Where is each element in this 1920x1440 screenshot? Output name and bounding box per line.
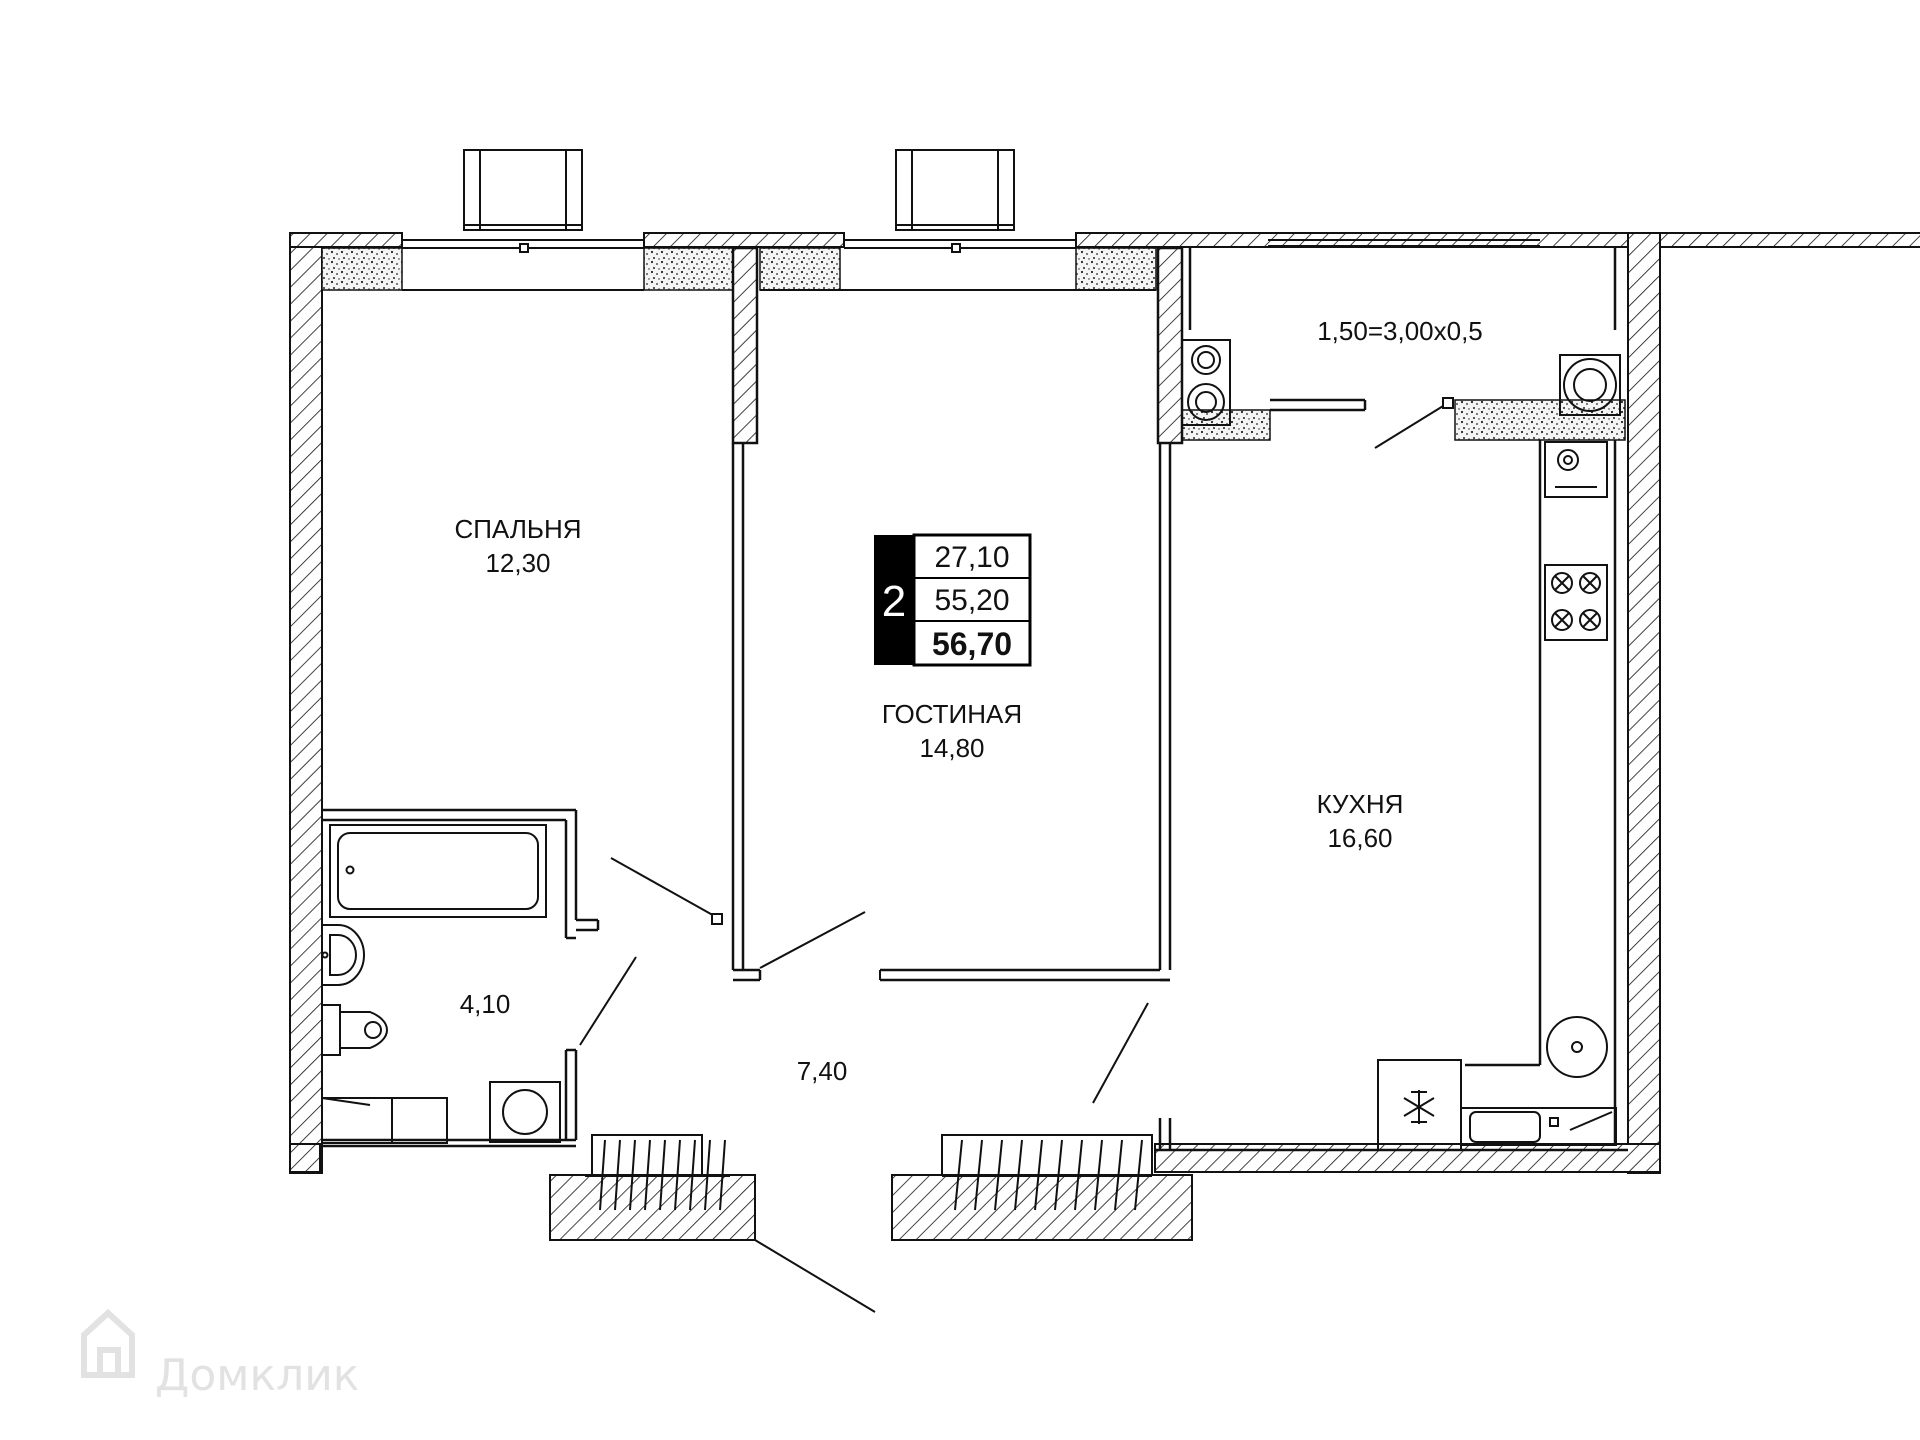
bath-cabinet bbox=[321, 1097, 448, 1144]
boiler-icon bbox=[1181, 339, 1621, 426]
toilet-icon bbox=[321, 1004, 388, 1056]
living-room-area: 14,80 bbox=[919, 733, 984, 763]
sink-icon bbox=[321, 924, 365, 986]
insulation-blocks bbox=[321, 247, 1626, 441]
living-area-value: 27,10 bbox=[934, 541, 1009, 574]
bathroom-area: 4,10 bbox=[460, 989, 511, 1019]
room-labels: СПАЛЬНЯ 12,30 ГОСТИНАЯ 14,80 КУХНЯ 16,60… bbox=[454, 316, 1482, 1086]
living-room-name: ГОСТИНАЯ bbox=[882, 699, 1022, 729]
kitchen-sink-icon bbox=[1546, 1016, 1608, 1078]
balcony-area: 1,50=3,00x0,5 bbox=[1317, 316, 1483, 346]
doors bbox=[579, 397, 1454, 1313]
kitchen-area: 16,60 bbox=[1327, 823, 1392, 853]
house-logo-icon bbox=[81, 1308, 135, 1378]
stove-icon bbox=[1544, 564, 1608, 641]
total-with-balcony-value: 56,70 bbox=[932, 626, 1012, 662]
oven-icon bbox=[1460, 1107, 1617, 1146]
interior-walls bbox=[322, 246, 1628, 1152]
windows bbox=[402, 149, 1540, 291]
hall-area: 7,40 bbox=[797, 1056, 848, 1086]
hood-icon bbox=[1544, 441, 1608, 498]
rooms-count: 2 bbox=[882, 577, 906, 626]
watermark-text: Домклик bbox=[155, 1350, 359, 1401]
fridge-icon bbox=[1377, 1059, 1462, 1151]
bathtub-icon bbox=[329, 824, 547, 918]
kitchen-name: КУХНЯ bbox=[1317, 789, 1404, 819]
total-area-value: 55,20 bbox=[934, 584, 1009, 617]
bedroom-area: 12,30 bbox=[485, 548, 550, 578]
bedroom-name: СПАЛЬНЯ bbox=[454, 514, 581, 544]
washing-machine-icon bbox=[489, 1081, 561, 1143]
watermark: Домклик bbox=[81, 1308, 359, 1401]
radiators bbox=[585, 1134, 1153, 1211]
rooms-count-block bbox=[874, 535, 914, 665]
area-summary-badge: 2 27,10 55,20 56,70 bbox=[874, 533, 1032, 667]
exterior-walls bbox=[289, 232, 1920, 1241]
